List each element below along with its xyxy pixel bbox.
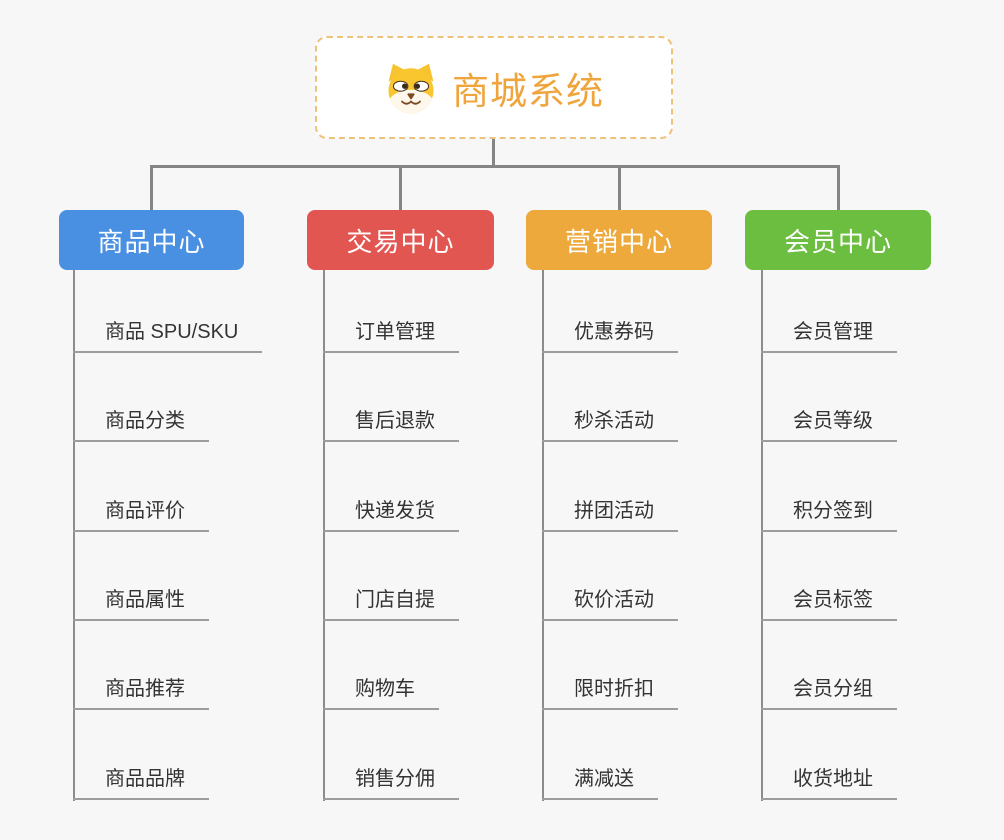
leaf-node[interactable]: 销售分佣 — [323, 756, 459, 800]
leaf-node[interactable]: 收货地址 — [761, 756, 897, 800]
leaf-label: 商品分类 — [105, 410, 185, 432]
leaf-node[interactable]: 商品评价 — [73, 488, 209, 532]
dog-face-icon — [384, 62, 438, 114]
leaf-label: 门店自提 — [355, 589, 435, 611]
leaf-node[interactable]: 门店自提 — [323, 577, 459, 621]
leaf-label: 满减送 — [574, 768, 634, 790]
leaf-label: 售后退款 — [355, 410, 435, 432]
branch-trade-center[interactable]: 交易中心 — [307, 210, 494, 270]
connector-root-drop — [492, 139, 495, 166]
leaf-label: 会员标签 — [793, 589, 873, 611]
leaf-label: 积分签到 — [793, 500, 873, 522]
leaf-label: 销售分佣 — [355, 768, 435, 790]
leaf-node[interactable]: 会员管理 — [761, 309, 897, 353]
leaf-node[interactable]: 满减送 — [542, 756, 658, 800]
leaf-label: 会员分组 — [793, 678, 873, 700]
leaf-node[interactable]: 售后退款 — [323, 398, 459, 442]
leaf-node[interactable]: 商品分类 — [73, 398, 209, 442]
leaf-node[interactable]: 砍价活动 — [542, 577, 678, 621]
leaf-label: 订单管理 — [355, 321, 435, 343]
leaf-node[interactable]: 会员标签 — [761, 577, 897, 621]
leaf-label: 会员等级 — [793, 410, 873, 432]
trunk-line-1 — [73, 270, 75, 801]
leaf-label: 会员管理 — [793, 321, 873, 343]
leaf-node[interactable]: 限时折扣 — [542, 666, 678, 710]
leaf-label: 限时折扣 — [574, 678, 654, 700]
leaf-node[interactable]: 快递发货 — [323, 488, 459, 532]
leaf-node[interactable]: 商品属性 — [73, 577, 209, 621]
connector-drop-4 — [837, 165, 840, 210]
leaf-label: 商品 SPU/SKU — [105, 321, 239, 343]
trunk-line-2 — [323, 270, 325, 801]
leaf-node[interactable]: 商品推荐 — [73, 666, 209, 710]
leaf-node[interactable]: 订单管理 — [323, 309, 459, 353]
leaf-label: 秒杀活动 — [574, 410, 654, 432]
connector-drop-1 — [150, 165, 153, 210]
leaf-label: 购物车 — [355, 678, 415, 700]
trunk-line-4 — [761, 270, 763, 801]
root-title: 商城系统 — [452, 70, 604, 112]
connector-drop-2 — [399, 165, 402, 210]
leaf-label: 商品品牌 — [105, 768, 185, 790]
leaf-label: 砍价活动 — [574, 589, 654, 611]
branch-product-center[interactable]: 商品中心 — [59, 210, 244, 270]
branch-marketing-center[interactable]: 营销中心 — [526, 210, 712, 270]
leaf-label: 收货地址 — [793, 768, 873, 790]
leaf-label: 拼团活动 — [574, 500, 654, 522]
leaf-label: 商品属性 — [105, 589, 185, 611]
leaf-node[interactable]: 商品品牌 — [73, 756, 209, 800]
leaf-label: 优惠券码 — [574, 321, 654, 343]
leaf-label: 商品评价 — [105, 500, 185, 522]
leaf-node[interactable]: 购物车 — [323, 666, 439, 710]
leaf-node[interactable]: 商品 SPU/SKU — [73, 309, 263, 353]
connector-horizontal — [150, 165, 840, 168]
connector-drop-3 — [618, 165, 621, 210]
leaf-node[interactable]: 优惠券码 — [542, 309, 678, 353]
leaf-node[interactable]: 拼团活动 — [542, 488, 678, 532]
leaf-node[interactable]: 会员分组 — [761, 666, 897, 710]
root-node[interactable]: 商城系统 — [315, 36, 673, 139]
leaf-node[interactable]: 会员等级 — [761, 398, 897, 442]
leaf-label: 快递发货 — [355, 500, 435, 522]
branch-member-center[interactable]: 会员中心 — [745, 210, 931, 270]
leaf-node[interactable]: 秒杀活动 — [542, 398, 678, 442]
leaf-node[interactable]: 积分签到 — [761, 488, 897, 532]
leaf-label: 商品推荐 — [105, 678, 185, 700]
trunk-line-3 — [542, 270, 544, 801]
